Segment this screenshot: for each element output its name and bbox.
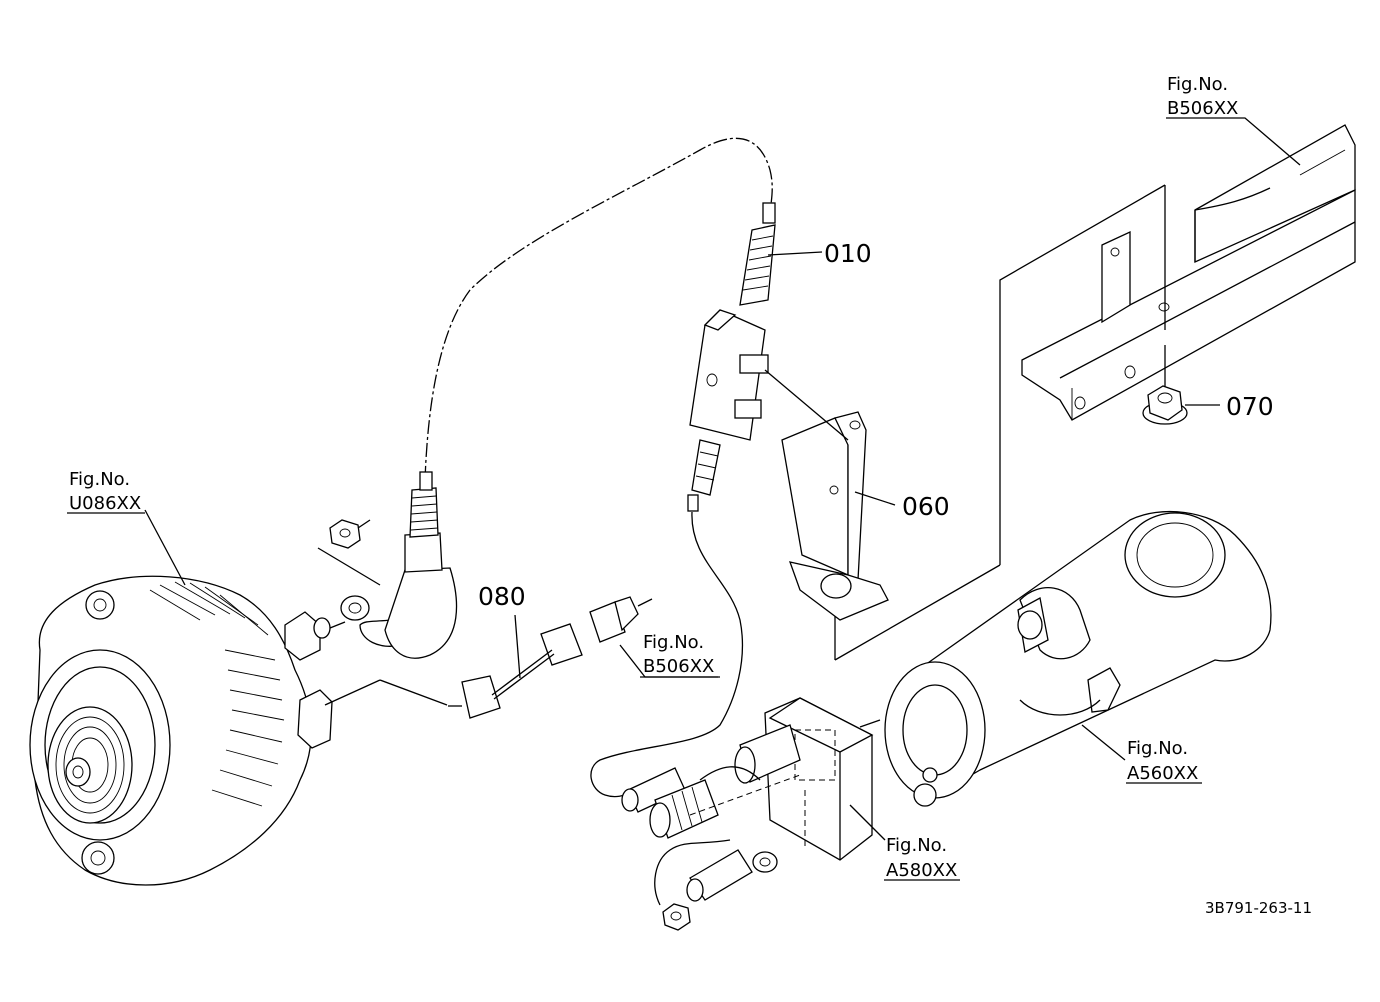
- flange-nut-070[interactable]: [1142, 385, 1220, 425]
- fig-ref-code: A560XX: [1127, 763, 1198, 784]
- starter-motor: [859, 510, 1272, 807]
- fig-ref-label: Fig.No.: [643, 632, 704, 653]
- fig-ref-a560[interactable]: Fig.No. A560XX: [1127, 738, 1198, 784]
- fig-ref-code: B506XX: [643, 656, 714, 677]
- part-number-010[interactable]: 010: [824, 239, 872, 268]
- part-number-070[interactable]: 070: [1226, 392, 1274, 421]
- part-number-060[interactable]: 060: [902, 492, 950, 521]
- fig-ref-label: Fig.No.: [886, 835, 947, 856]
- harness-connector-block: [621, 697, 886, 931]
- fig-ref-code: B506XX: [1167, 98, 1238, 119]
- cable-assembly-010[interactable]: [424, 137, 849, 798]
- fig-ref-a580[interactable]: Fig.No. A580XX: [886, 835, 957, 881]
- alternator: [29, 509, 346, 886]
- fig-ref-label: Fig.No.: [69, 469, 130, 490]
- leader-lines: [67, 117, 1301, 881]
- fig-ref-label: Fig.No.: [1127, 738, 1188, 759]
- fig-ref-u086[interactable]: Fig.No. U086XX: [69, 469, 141, 514]
- fig-ref-b506-top[interactable]: Fig.No. B506XX: [1167, 74, 1238, 119]
- terminal-nut: [317, 519, 381, 586]
- part-number-080[interactable]: 080: [478, 582, 526, 611]
- drawing-id: 3B791-263-11: [1205, 899, 1312, 917]
- ring-terminal-boot: [324, 471, 462, 707]
- fig-ref-code: U086XX: [69, 493, 141, 514]
- fig-ref-label: Fig.No.: [1167, 74, 1228, 95]
- fig-ref-b506-mid[interactable]: Fig.No. B506XX: [643, 632, 714, 677]
- bracket-060[interactable]: [781, 411, 896, 621]
- connector-080[interactable]: [461, 596, 720, 719]
- frame-bracket: [834, 124, 1356, 661]
- fig-ref-code: A580XX: [886, 860, 957, 881]
